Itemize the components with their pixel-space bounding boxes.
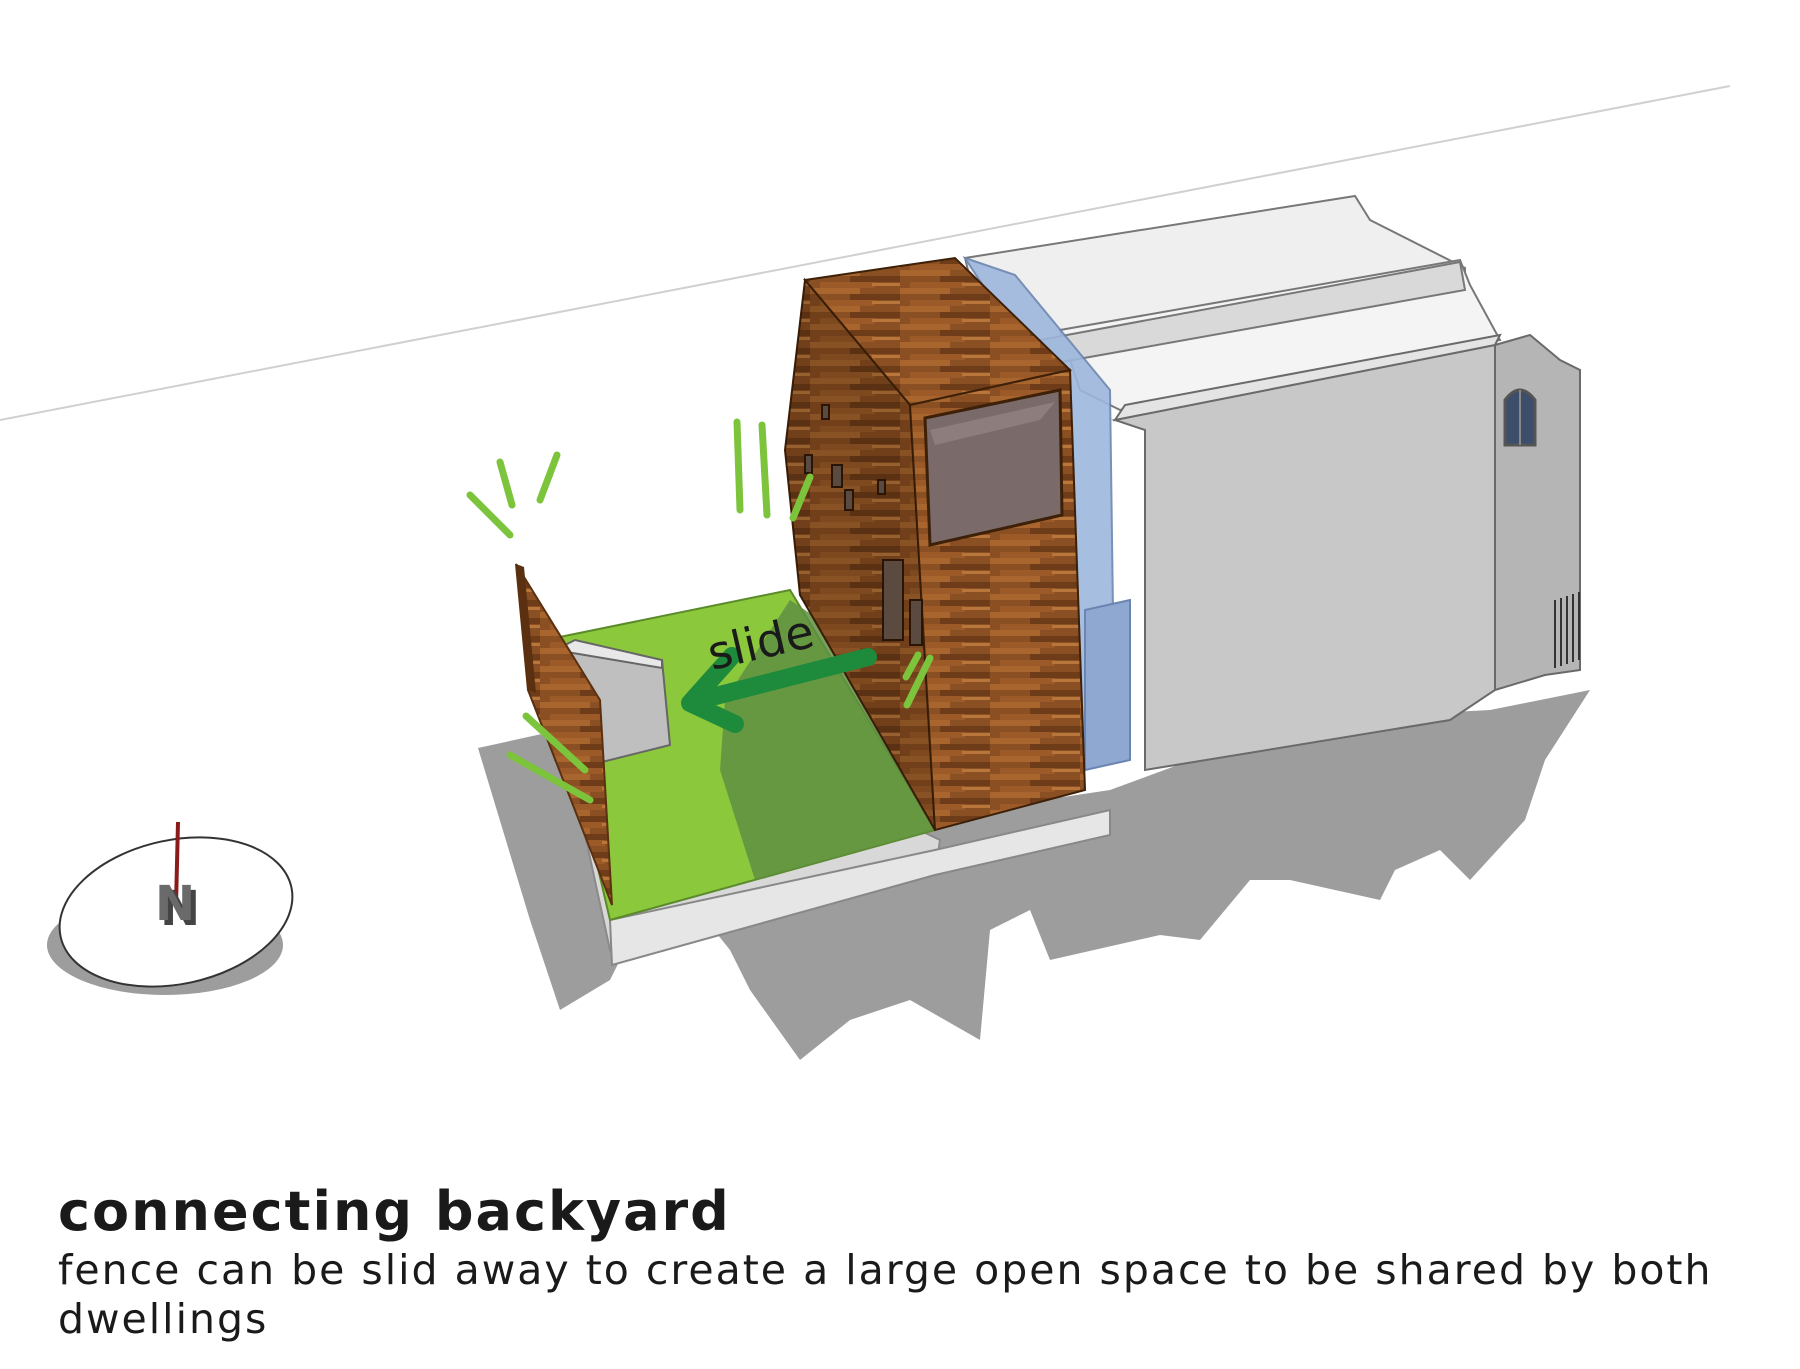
motion-mark bbox=[536, 451, 561, 504]
motion-mark bbox=[902, 651, 922, 681]
extension-window-glare bbox=[930, 402, 1055, 445]
north-letter-shadow: N bbox=[160, 881, 200, 937]
compass-disc bbox=[58, 836, 294, 988]
compass-needle bbox=[174, 821, 180, 906]
motion-mark bbox=[733, 418, 744, 514]
motion-mark bbox=[789, 473, 814, 522]
caption-title: connecting backyard bbox=[58, 1180, 731, 1243]
motion-mark bbox=[496, 458, 516, 509]
motion-mark bbox=[758, 421, 771, 519]
motion-mark bbox=[506, 751, 594, 804]
glass-link-lower bbox=[1084, 598, 1131, 772]
building-shadow bbox=[478, 690, 1590, 1060]
north-compass: N N bbox=[47, 821, 294, 995]
side-railing bbox=[1554, 592, 1580, 668]
site-base-edge bbox=[608, 808, 1111, 967]
caption-body: fence can be slid away to create a large… bbox=[58, 1246, 1713, 1343]
motion-mark bbox=[522, 712, 589, 774]
motion-mark bbox=[466, 491, 514, 539]
garden-wall-top bbox=[551, 638, 663, 670]
building-top-ledge bbox=[1112, 333, 1502, 422]
slide-arrow bbox=[681, 647, 877, 733]
sliding-fence-edge bbox=[516, 564, 536, 693]
motion-marks bbox=[466, 418, 934, 804]
north-letter: N bbox=[155, 876, 195, 932]
motion-mark bbox=[903, 654, 934, 709]
extension-small-windows bbox=[804, 404, 923, 646]
horizon-line bbox=[0, 85, 1731, 421]
